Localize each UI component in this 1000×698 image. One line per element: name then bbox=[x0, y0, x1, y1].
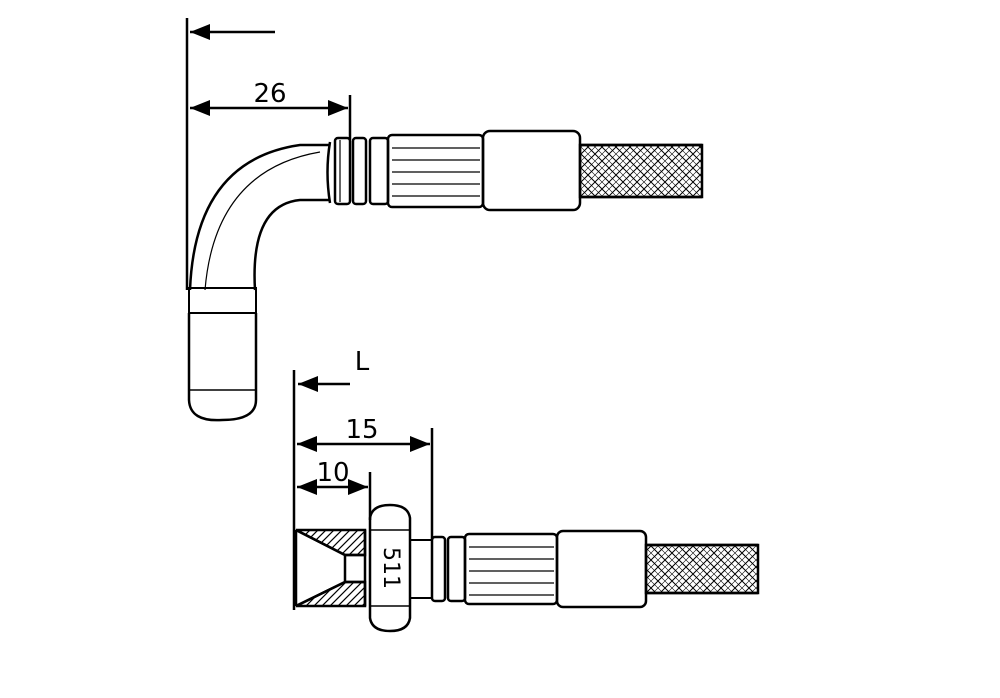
cone-section-top bbox=[295, 528, 367, 557]
elbow-ring-2 bbox=[351, 136, 368, 206]
elbow-sleeve bbox=[188, 287, 257, 314]
cone-section-bottom bbox=[295, 580, 367, 608]
elbow-inner bbox=[253, 198, 330, 291]
lower-crimp-sleeve bbox=[463, 532, 559, 606]
upper-braided-hose bbox=[578, 143, 704, 199]
upper-ferrule bbox=[481, 129, 582, 212]
hex-nut bbox=[368, 503, 412, 633]
length-symbol-label: L bbox=[355, 347, 370, 377]
lower-ring-1 bbox=[430, 535, 447, 603]
dimension-10-label: 10 bbox=[316, 458, 349, 488]
elbow-ring-1 bbox=[333, 136, 352, 206]
upper-elbow-fitting bbox=[185, 18, 704, 422]
lower-stem bbox=[409, 539, 433, 599]
elbow-collar bbox=[326, 141, 332, 204]
dimension-26-label: 26 bbox=[253, 79, 286, 109]
elbow-ring-3 bbox=[368, 136, 390, 206]
nut-marking-label: 511 bbox=[378, 547, 403, 589]
cone-outline bbox=[294, 528, 347, 608]
lower-braided-hose bbox=[644, 543, 760, 595]
lower-ferrule bbox=[555, 529, 648, 609]
lower-ring-2 bbox=[446, 535, 467, 603]
elbow-tip bbox=[187, 313, 258, 422]
elbow-inner-shade bbox=[204, 151, 321, 291]
lower-straight-fitting bbox=[292, 370, 760, 633]
dimension-15-label: 15 bbox=[345, 415, 378, 445]
elbow-outer bbox=[188, 143, 330, 291]
